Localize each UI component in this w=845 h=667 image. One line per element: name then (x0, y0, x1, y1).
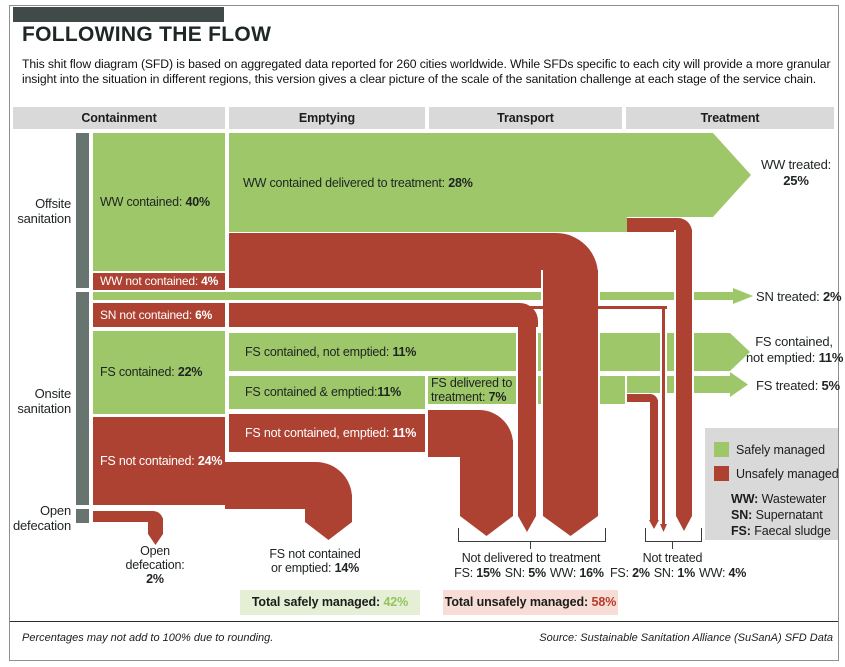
flow-fs-not-treated-pipe (650, 400, 658, 520)
flow-fs-not-contained-emptied-band (229, 414, 425, 452)
side-label-onsite: Onsite sanitation (17, 386, 71, 416)
flow-sn-not-treated-arrow (660, 524, 667, 532)
label-not-treated-values: FS: 2%SN: 1%WW: 4% (610, 566, 747, 580)
label-fs-not-contained: FS not contained: 24% (100, 454, 223, 468)
column-header-transport: Transport (429, 107, 622, 129)
flow-sn-not-treated-line-h (530, 306, 667, 309)
flow-sn-not-treated-line-v (660, 309, 667, 524)
label-sn-not-contained: SN not contained: 6% (100, 308, 213, 322)
footer-source: Source: Sustainable Sanitation Alliance … (539, 632, 833, 644)
onsite-bar (76, 292, 89, 505)
column-header-treatment: Treatment (626, 107, 834, 129)
flow-ww-not-treated-pipe (674, 230, 694, 516)
flow-sn-treated-strip (93, 292, 733, 300)
flow-sn-not-contained-block (93, 303, 225, 327)
header-accent-bar (13, 7, 224, 22)
flow-fs-contained-not-emptied-band (229, 333, 730, 371)
flow-fs-not-contained-block (93, 417, 225, 505)
page-border (9, 5, 839, 661)
label-fs-treated: FS treated: 5% (756, 378, 840, 393)
legend-def-ww: WW: Wastewater (731, 492, 827, 506)
not-delivered-bracket (458, 528, 606, 542)
not-treated-bracket-tick (672, 541, 673, 549)
flow-sn-not-delivered-band (229, 303, 538, 327)
flow-ww-delivered-band (229, 133, 627, 232)
flow-ww-not-contained-strip (93, 273, 225, 290)
label-not-delivered-values: FS: 15%SN: 5%WW: 16% (454, 566, 604, 580)
label-sn-treated: SN treated: 2% (756, 289, 842, 304)
legend-unsafe-swatch (714, 466, 729, 481)
open-defecation-bar (76, 509, 89, 523)
label-fs-contained: FS contained: 22% (100, 365, 203, 379)
label-fs-contained-not-emptied-end: FS contained,not emptied: 11% (746, 334, 844, 365)
label-not-delivered-title: Not delivered to treatment (461, 551, 601, 565)
flow-open-defecation-arrow (148, 534, 163, 545)
flow-open-defecation-strip (93, 511, 163, 522)
flow-ww-not-delivered-pipe (541, 270, 600, 516)
intro-text: This shit flow diagram (SFD) is based on… (22, 57, 831, 86)
not-delivered-bracket-tick (530, 541, 531, 549)
legend-def-sn: SN: Supernatant (731, 508, 823, 522)
not-treated-bracket (645, 528, 702, 542)
legend-safe-label: Safely managed (736, 443, 825, 457)
flow-ww-treated-arrow-body (627, 133, 713, 217)
flow-fs-not-treated-band (627, 394, 658, 402)
label-ww-delivered: WW contained delivered to treatment: 28% (243, 176, 473, 190)
legend-unsafe-label: Unsafely managed (736, 467, 839, 481)
label-ww-contained: WW contained: 40% (100, 195, 210, 209)
footer-rule (10, 621, 838, 622)
column-header-emptying: Emptying (229, 107, 425, 129)
flow-fs-contained-emptied-band (229, 376, 425, 409)
flow-fs-not-delivered-pipe (460, 440, 513, 516)
flow-ww-contained-block (93, 133, 225, 271)
page-title: FOLLOWING THE FLOW (22, 23, 272, 46)
flow-fs-not-treated-arrow (649, 520, 659, 529)
flow-open-defecation-pipe (148, 518, 163, 534)
label-fs-contained-not-emptied: FS contained, not emptied: 11% (245, 345, 417, 359)
label-ww-treated: WW treated:25% (760, 157, 832, 188)
flow-fs-not-emptied-14-pipe (305, 495, 352, 522)
flow-fs-contained-block (93, 331, 225, 414)
side-label-open-defecation: Open defecation (13, 503, 71, 533)
legend-safe-swatch (714, 442, 729, 457)
total-unsafely-managed: Total unsafely managed: 58% (443, 590, 618, 615)
flow-ww-not-treated-band (627, 218, 692, 232)
offsite-bar (76, 133, 89, 288)
label-fs-not-contained-emptied: FS not contained, emptied: 11% (245, 426, 417, 440)
label-ww-not-contained: WW not contained: 4% (100, 274, 219, 288)
flow-ww-not-delivered-band (229, 233, 598, 288)
legend-def-fs: FS: Faecal sludge (731, 524, 831, 538)
column-header-containment: Containment (13, 107, 225, 129)
flow-sn-not-delivered-pipe (516, 327, 538, 516)
label-fs-contained-emptied: FS contained & emptied:11% (245, 385, 402, 399)
label-not-treated-title: Not treated (642, 551, 703, 565)
total-safely-managed: Total safely managed: 42% (240, 590, 420, 615)
footer-note: Percentages may not add to 100% due to r… (22, 632, 274, 644)
side-label-offsite: Offsite sanitation (17, 196, 71, 226)
